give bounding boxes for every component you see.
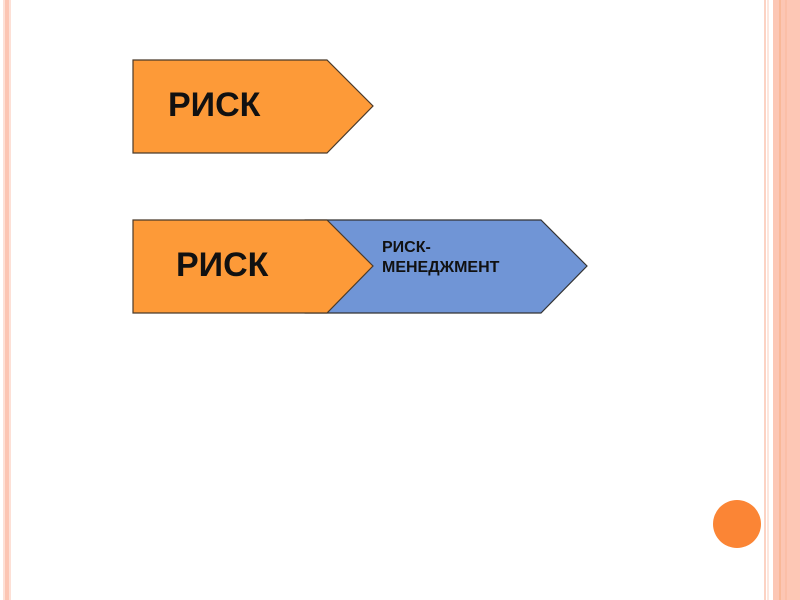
risk-arrow-shape bbox=[132, 59, 374, 154]
risk-label-2: РИСК bbox=[176, 246, 269, 284]
right-border-stripe bbox=[767, 0, 769, 600]
right-border-stripe bbox=[764, 0, 766, 600]
risk-label: РИСК bbox=[168, 86, 261, 124]
right-border-stripe bbox=[773, 0, 779, 600]
right-border-stripe bbox=[779, 0, 781, 600]
right-border-stripe bbox=[781, 0, 785, 600]
risk-arrow-shape-2 bbox=[132, 219, 374, 314]
left-border-stripe bbox=[9, 0, 11, 600]
risk-management-label: РИСК- МЕНЕДЖМЕНТ bbox=[382, 239, 500, 276]
right-border-stripe bbox=[787, 0, 800, 600]
right-border-stripe bbox=[785, 0, 787, 600]
left-border-stripe bbox=[3, 0, 5, 600]
orange-circle-decoration bbox=[713, 500, 761, 548]
left-border-stripe bbox=[5, 0, 9, 600]
